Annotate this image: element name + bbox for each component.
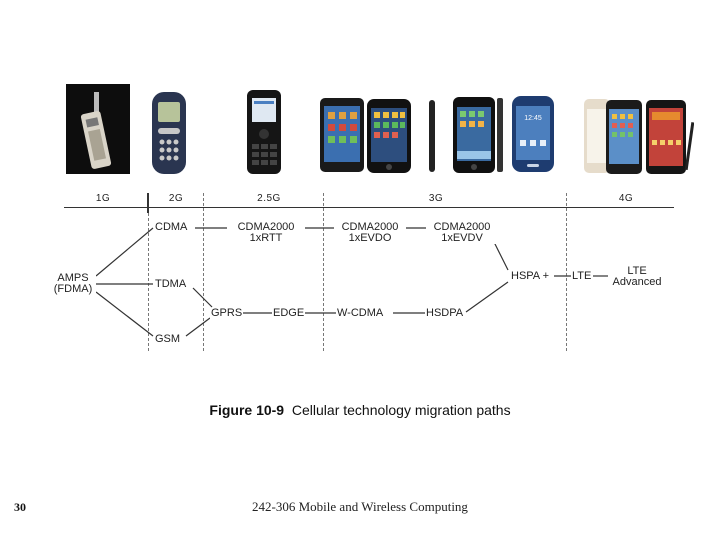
node-tdma: TDMA: [154, 279, 187, 290]
node-edge: EDGE: [272, 308, 305, 319]
node-lte: LTE: [571, 271, 592, 282]
figure-caption-text: Cellular technology migration paths: [292, 402, 511, 418]
node-gprs: GPRS: [210, 308, 243, 319]
node-lte-advanced: LTE Advanced: [608, 266, 666, 288]
node-cdma: CDMA: [154, 222, 188, 233]
figure-caption: Figure 10-9 Cellular technology migratio…: [0, 402, 720, 418]
node-amps: AMPS (FDMA): [50, 273, 96, 295]
node-cdma2000-1xrtt: CDMA2000 1xRTT: [227, 222, 305, 244]
course-footer: 242-306 Mobile and Wireless Computing: [0, 499, 720, 515]
node-cdma2000-1xevdv: CDMA2000 1xEVDV: [426, 222, 498, 244]
node-cdma2000-1xevdv-line2: 1xEVDV: [427, 233, 497, 244]
node-amps-subtitle: (FDMA): [51, 284, 95, 295]
node-cdma2000-1xevdo: CDMA2000 1xEVDO: [334, 222, 406, 244]
node-wcdma: W-CDMA: [336, 308, 384, 319]
figure-caption-label: Figure 10-9: [209, 402, 284, 418]
node-hspa-plus: HSPA +: [510, 271, 550, 282]
node-hsdpa: HSDPA: [425, 308, 464, 319]
node-lte-advanced-line2: Advanced: [609, 277, 665, 288]
node-cdma2000-1xrtt-line2: 1xRTT: [228, 233, 304, 244]
node-cdma2000-1xevdo-line2: 1xEVDO: [335, 233, 405, 244]
node-gsm: GSM: [154, 334, 181, 345]
